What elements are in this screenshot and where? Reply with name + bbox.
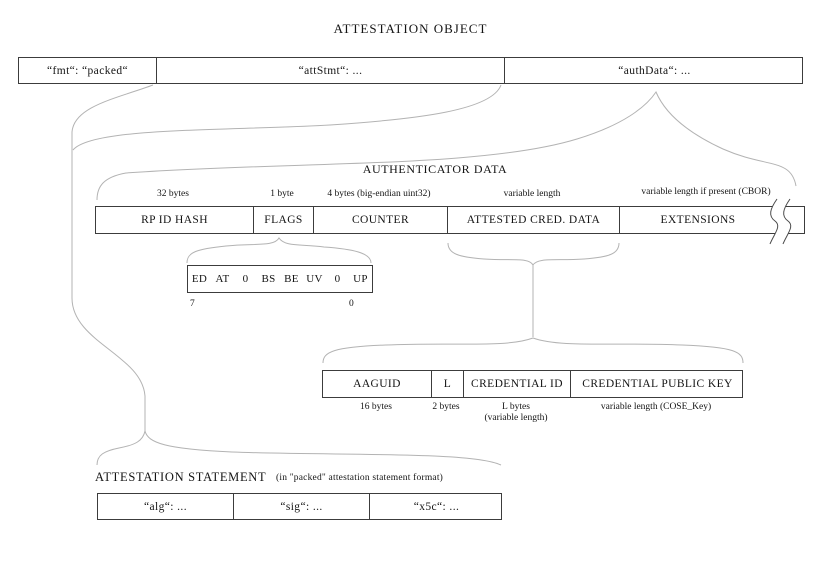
cell-x5c: “x5c“: ... xyxy=(369,494,503,519)
cell-length-label: L xyxy=(443,378,452,390)
cell-extensions: EXTENSIONS xyxy=(619,207,806,233)
cell-authdata-label: “authData“: ... xyxy=(618,64,691,77)
connector-attstmt-left xyxy=(71,84,154,431)
bit-ed: ED xyxy=(191,273,208,285)
cell-credential-id: CREDENTIAL ID xyxy=(463,371,570,397)
page-title: ATTESTATION OBJECT xyxy=(333,21,488,36)
cell-alg-label: “alg“: ... xyxy=(144,500,187,513)
cell-attstmt: “attStmt“: ... xyxy=(156,58,504,83)
brace-attestation-statement xyxy=(96,430,502,466)
cell-fmt-label: “fmt“: “packed“ xyxy=(46,64,129,77)
cell-sig-label: “sig“: ... xyxy=(280,500,323,513)
cell-credential-id-label: CREDENTIAL ID xyxy=(471,378,563,390)
cell-counter: COUNTER xyxy=(313,207,447,233)
cell-credential-public-key-label: CREDENTIAL PUBLIC KEY xyxy=(582,378,733,390)
cell-rp-id-hash: RP ID HASH xyxy=(96,207,253,233)
attestation-statement-subtitle: (in "packed" attestation statement forma… xyxy=(276,473,444,483)
cell-fmt: “fmt“: “packed“ xyxy=(19,58,156,83)
cell-counter-label: COUNTER xyxy=(351,214,410,226)
bit-uv: UV xyxy=(306,273,323,285)
cell-aaguid-label: AAGUID xyxy=(353,378,401,390)
bit-rfu2: 0 xyxy=(334,273,341,285)
bit-position-lsb: 0 xyxy=(349,299,354,309)
size-label-flags: 1 byte xyxy=(270,189,294,199)
cell-x5c-label: “x5c“: ... xyxy=(413,500,460,513)
cell-authdata: “authData“: ... xyxy=(504,58,804,83)
brace-credential-row xyxy=(322,337,744,364)
cell-aaguid: AAGUID xyxy=(323,371,431,397)
cell-attested-cred-data-label: ATTESTED CRED. DATA xyxy=(466,214,601,226)
bit-rfu1: 0 xyxy=(242,273,249,285)
cell-alg: “alg“: ... xyxy=(98,494,233,519)
size-label-credential-id-line1: L bytes xyxy=(502,402,530,412)
cell-attstmt-label: “attStmt“: ... xyxy=(298,64,363,77)
cell-attested-cred-data: ATTESTED CRED. DATA xyxy=(447,207,619,233)
connector-attstmt-right xyxy=(72,84,502,151)
authenticator-data-title: AUTHENTICATOR DATA xyxy=(362,162,508,176)
size-label-credential-id-line2: (variable length) xyxy=(484,412,548,423)
authenticator-data-row: RP ID HASH FLAGS COUNTER ATTESTED CRED. … xyxy=(95,206,805,234)
cell-credential-public-key: CREDENTIAL PUBLIC KEY xyxy=(570,371,744,397)
size-label-length: 2 bytes xyxy=(432,402,460,412)
bit-at: AT xyxy=(215,273,230,285)
attested-credential-data-row: AAGUID L CREDENTIAL ID CREDENTIAL PUBLIC… xyxy=(322,370,743,398)
size-label-aaguid: 16 bytes xyxy=(360,402,392,412)
size-label-extensions: variable length if present (CBOR) xyxy=(641,187,771,197)
cell-length: L xyxy=(431,371,463,397)
size-label-credential-id: L bytes (variable length) xyxy=(484,402,547,423)
brace-attested-cred-top xyxy=(447,242,620,267)
brace-flags xyxy=(186,237,372,264)
attestation-statement-row: “alg“: ... “sig“: ... “x5c“: ... xyxy=(97,493,502,520)
flags-bit-box: ED AT 0 BS BE UV 0 UP xyxy=(187,265,373,293)
attestation-object-row: “fmt“: “packed“ “attStmt“: ... “authData… xyxy=(18,57,803,84)
cell-extensions-label: EXTENSIONS xyxy=(660,214,736,226)
size-label-attested-cred: variable length xyxy=(503,189,561,199)
bit-bs: BS xyxy=(261,273,276,285)
bit-up: UP xyxy=(353,273,368,285)
size-label-counter: 4 bytes (big-endian uint32) xyxy=(327,189,431,199)
cell-flags: FLAGS xyxy=(253,207,313,233)
size-label-credential-public-key: variable length (COSE_Key) xyxy=(600,402,712,412)
cell-rp-id-hash-label: RP ID HASH xyxy=(141,214,208,226)
size-label-rpidhash: 32 bytes xyxy=(157,189,189,199)
bit-be: BE xyxy=(284,273,299,285)
cell-sig: “sig“: ... xyxy=(233,494,369,519)
cell-flags-label: FLAGS xyxy=(264,214,303,226)
bit-position-msb: 7 xyxy=(190,299,195,309)
brace-authdata xyxy=(96,90,797,201)
attestation-statement-title: ATTESTATION STATEMENT xyxy=(95,470,267,484)
